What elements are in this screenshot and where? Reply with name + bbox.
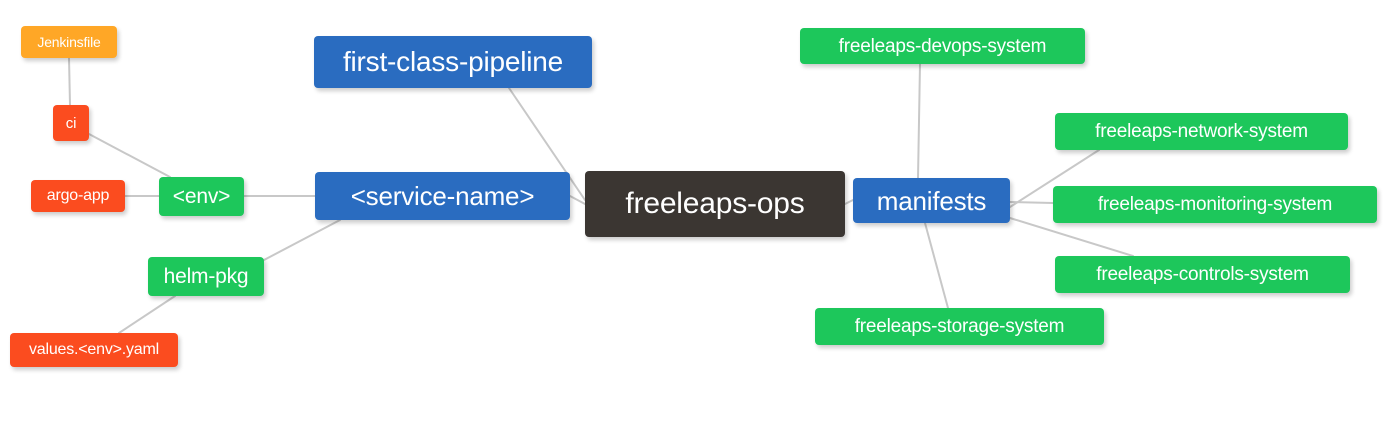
node-label-jenkinsfile: Jenkinsfile	[37, 34, 101, 50]
node-label-first-class-pipeline: first-class-pipeline	[342, 46, 564, 77]
node-label-freeleaps-ops: freeleaps-ops	[625, 187, 805, 220]
node-env[interactable]: <env>	[159, 177, 244, 216]
edge-manifests-to-freeleaps-controls-system	[1009, 217, 1134, 257]
node-label-service-name: <service-name>	[350, 181, 535, 211]
node-label-env: <env>	[172, 185, 231, 208]
node-freeleaps-ops[interactable]: freeleaps-ops	[585, 171, 845, 237]
node-label-values-yaml: values.<env>.yaml	[28, 341, 159, 358]
node-ci[interactable]: ci	[53, 105, 89, 141]
edge-service-name-to-helm-pkg	[263, 219, 341, 261]
edge-manifests-to-freeleaps-monitoring-system	[1009, 201, 1054, 204]
node-manifests[interactable]: manifests	[853, 178, 1010, 223]
edge-manifests-to-freeleaps-devops-system	[917, 63, 921, 179]
node-service-name[interactable]: <service-name>	[315, 172, 570, 220]
edge-helm-pkg-to-values-yaml	[118, 295, 176, 334]
node-label-ci: ci	[65, 114, 77, 132]
node-freeleaps-controls-system[interactable]: freeleaps-controls-system	[1055, 256, 1350, 293]
node-label-manifests: manifests	[876, 185, 987, 216]
node-freeleaps-storage-system[interactable]: freeleaps-storage-system	[815, 308, 1104, 345]
edge-manifests-to-freeleaps-storage-system	[924, 222, 949, 309]
node-freeleaps-devops-system[interactable]: freeleaps-devops-system	[800, 28, 1085, 64]
node-argo-app[interactable]: argo-app	[31, 180, 125, 212]
node-label-freeleaps-controls-system: freeleaps-controls-system	[1096, 264, 1309, 285]
node-label-helm-pkg: helm-pkg	[163, 265, 249, 288]
node-jenkinsfile[interactable]: Jenkinsfile	[21, 26, 117, 58]
edge-ci-to-jenkinsfile	[68, 57, 71, 106]
node-label-freeleaps-network-system: freeleaps-network-system	[1095, 121, 1308, 142]
edge-freeleaps-ops-to-manifests	[844, 199, 854, 205]
node-first-class-pipeline[interactable]: first-class-pipeline	[314, 36, 592, 88]
node-freeleaps-monitoring-system[interactable]: freeleaps-monitoring-system	[1053, 186, 1377, 223]
node-label-freeleaps-storage-system: freeleaps-storage-system	[854, 316, 1065, 337]
node-label-freeleaps-monitoring-system: freeleaps-monitoring-system	[1097, 194, 1333, 215]
node-values-yaml[interactable]: values.<env>.yaml	[10, 333, 178, 367]
node-label-freeleaps-devops-system: freeleaps-devops-system	[838, 35, 1047, 57]
node-helm-pkg[interactable]: helm-pkg	[148, 257, 264, 296]
node-freeleaps-network-system[interactable]: freeleaps-network-system	[1055, 113, 1348, 150]
edge-freeleaps-ops-to-service-name	[569, 195, 586, 205]
node-label-argo-app: argo-app	[46, 187, 110, 204]
edge-env-to-ci	[88, 133, 171, 178]
